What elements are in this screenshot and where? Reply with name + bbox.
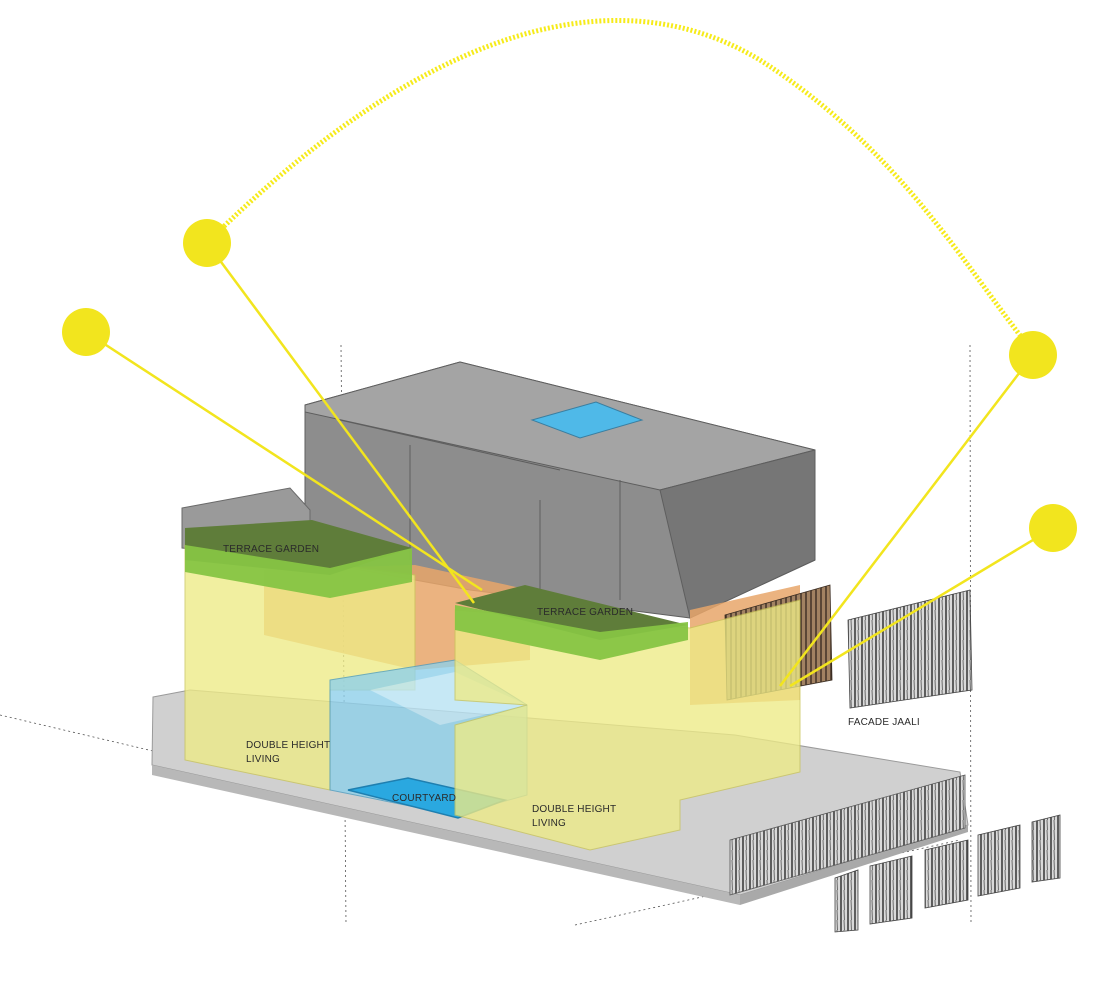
- sun-marker-noon: [183, 219, 231, 267]
- sun-marker-morning: [62, 308, 110, 356]
- label-double-height-living-right: DOUBLE HEIGHT LIVING: [532, 803, 616, 831]
- sun-marker-evening: [1029, 504, 1077, 552]
- label-facade-jaali: FACADE JAALI: [848, 717, 920, 728]
- label-line: LIVING: [532, 818, 566, 829]
- label-double-height-living-left: DOUBLE HEIGHT LIVING: [246, 739, 330, 767]
- guide-line-left-diagonal: [0, 714, 171, 756]
- sun-rays: [85, 242, 1054, 688]
- terrace-garden-left-volume: [185, 520, 412, 598]
- terrace-garden-right-volume: [455, 585, 688, 660]
- label-line: DOUBLE HEIGHT: [532, 804, 617, 815]
- plinth-jaali: [729, 774, 966, 896]
- label-terrace-garden-right: TERRACE GARDEN: [537, 607, 634, 618]
- label-line: LIVING: [246, 754, 280, 765]
- sun-path: [205, 18, 1035, 354]
- sun-marker-afternoon: [1009, 331, 1057, 379]
- exploded-jaali-panels: [834, 814, 1061, 933]
- double-height-living-right-volume: [454, 599, 801, 851]
- guide-line-right-diagonal: [574, 839, 961, 926]
- roof-skylight: [530, 401, 644, 439]
- label-line: DOUBLE HEIGHT: [246, 740, 331, 751]
- label-terrace-garden-left: TERRACE GARDEN: [223, 544, 320, 555]
- sun-markers: [62, 219, 1077, 552]
- label-courtyard: COURTYARD: [392, 793, 457, 804]
- facade-jaali-panel: [847, 589, 973, 709]
